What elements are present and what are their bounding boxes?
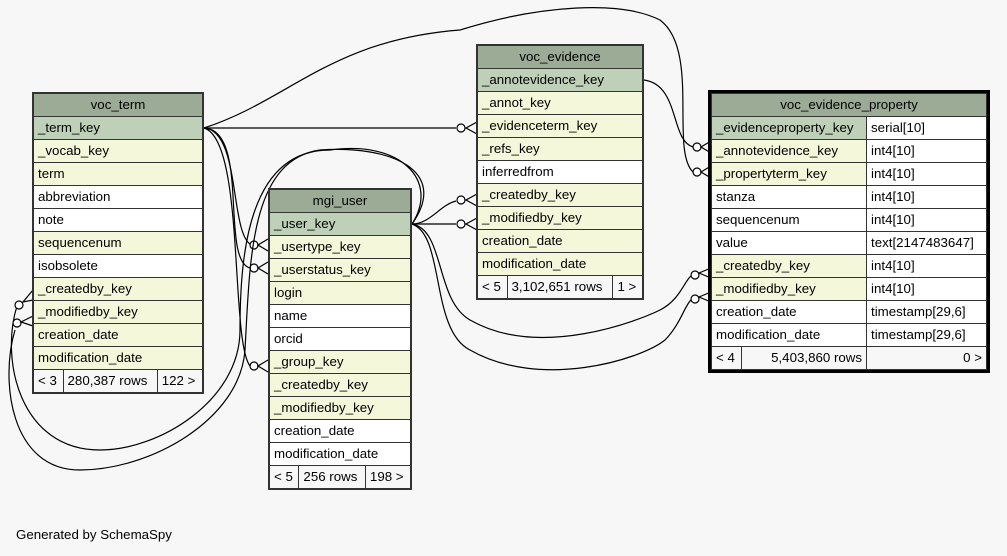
generated-by-label: Generated by SchemaSpy <box>16 527 172 542</box>
table-header[interactable]: voc_evidence_property <box>711 93 987 117</box>
column-creation-date[interactable]: creation_date <box>269 419 411 443</box>
table-header[interactable]: mgi_user <box>269 189 411 213</box>
parents-link[interactable]: < 3 <box>33 369 64 393</box>
edge-term-group <box>203 127 251 367</box>
column-userstatus-key[interactable]: _userstatus_key <box>269 258 411 282</box>
column-usertype-key[interactable]: _usertype_key <box>269 235 411 259</box>
column-type: serial[10] <box>866 116 987 140</box>
column-modifiedby-key[interactable]: _modifiedby_key <box>269 396 411 420</box>
column-type: int4[10] <box>866 185 987 209</box>
column-evidenceterm-key[interactable]: _evidenceterm_key <box>477 114 643 138</box>
children-link[interactable]: 1 > <box>612 275 643 299</box>
column-type: text[2147483647] <box>866 231 987 255</box>
parents-link[interactable]: < 5 <box>268 465 300 489</box>
optional-marker-icon <box>692 167 702 177</box>
row-count: 256 rows <box>298 465 366 489</box>
row-count: 5,403,860 rows <box>740 346 868 370</box>
column-createdby-key[interactable]: _createdby_key <box>710 254 868 278</box>
children-link[interactable]: 198 > <box>364 465 412 489</box>
row-count: 3,102,651 rows <box>506 275 614 299</box>
column-annot-key[interactable]: _annot_key <box>477 91 643 115</box>
optional-marker-icon <box>14 300 24 310</box>
column-type: timestamp[29,6] <box>866 323 987 347</box>
column-stanza[interactable]: stanza <box>710 185 868 209</box>
column-note[interactable]: note <box>33 208 203 232</box>
column-modification-date[interactable]: modification_date <box>269 442 411 466</box>
column-creation-date[interactable]: creation_date <box>33 323 203 347</box>
table-header[interactable]: voc_evidence <box>477 45 643 69</box>
column-login[interactable]: login <box>269 281 411 305</box>
column-creation-date[interactable]: creation_date <box>710 300 868 324</box>
optional-marker-icon <box>456 195 466 205</box>
column-type: int4[10] <box>866 162 987 186</box>
table-voc-evidence[interactable]: voc_evidence _annotevidence_key _annot_k… <box>476 44 644 300</box>
column-group-key[interactable]: _group_key <box>269 350 411 374</box>
edge-term-userstatus <box>203 127 251 269</box>
column-modification-date[interactable]: modification_date <box>477 252 643 276</box>
column-name[interactable]: name <box>269 304 411 328</box>
optional-marker-icon <box>690 294 700 304</box>
column-modification-date[interactable]: modification_date <box>710 323 868 347</box>
table-voc-evidence-property[interactable]: voc_evidence_property _evidenceproperty_… <box>708 90 990 373</box>
edge-annotevidence <box>643 79 694 148</box>
crowfoot-icon <box>256 238 269 252</box>
column-sequencenum[interactable]: sequencenum <box>710 208 868 232</box>
optional-marker-icon <box>692 142 702 152</box>
column-vocab-key[interactable]: _vocab_key <box>33 139 203 163</box>
column-term-key[interactable]: _term_key <box>33 116 203 140</box>
table-mgi-user[interactable]: mgi_user _user_key _usertype_key _userst… <box>268 188 412 490</box>
column-createdby-key[interactable]: _createdby_key <box>269 373 411 397</box>
column-propertyterm-key[interactable]: _propertyterm_key <box>710 162 868 186</box>
column-user-key[interactable]: _user_key <box>269 212 411 236</box>
row-count: 280,387 rows <box>62 369 158 393</box>
optional-marker-icon <box>690 270 700 280</box>
column-evidenceproperty-key[interactable]: _evidenceproperty_key <box>710 116 868 140</box>
children-link[interactable]: 0 > <box>866 346 987 370</box>
column-term[interactable]: term <box>33 162 203 186</box>
column-annotevidence-key[interactable]: _annotevidence_key <box>710 139 868 163</box>
column-modifiedby-key[interactable]: _modifiedby_key <box>477 206 643 230</box>
column-creation-date[interactable]: creation_date <box>477 229 643 253</box>
optional-marker-icon <box>249 263 259 273</box>
parents-link[interactable]: < 4 <box>711 346 742 370</box>
crowfoot-icon <box>256 359 269 373</box>
children-link[interactable]: 122 > <box>156 369 204 393</box>
column-orcid[interactable]: orcid <box>269 327 411 351</box>
optional-marker-icon <box>249 240 259 250</box>
edge-term-usertype <box>203 127 251 245</box>
column-sequencenum[interactable]: sequencenum <box>33 231 203 255</box>
column-type: int4[10] <box>866 277 987 301</box>
optional-marker-icon <box>456 219 466 229</box>
column-type: int4[10] <box>866 208 987 232</box>
table-header[interactable]: voc_term <box>33 93 203 117</box>
column-abbreviation[interactable]: abbreviation <box>33 185 203 209</box>
column-type: int4[10] <box>866 254 987 278</box>
optional-marker-icon <box>249 361 259 371</box>
column-type: timestamp[29,6] <box>866 300 987 324</box>
column-createdby-key[interactable]: _createdby_key <box>33 277 203 301</box>
column-modifiedby-key[interactable]: _modifiedby_key <box>33 300 203 324</box>
optional-marker-icon <box>12 318 22 328</box>
column-inferredfrom[interactable]: inferredfrom <box>477 160 643 184</box>
optional-marker-icon <box>456 123 466 133</box>
column-isobsolete[interactable]: isobsolete <box>33 254 203 278</box>
column-refs-key[interactable]: _refs_key <box>477 137 643 161</box>
column-annotevidence-key[interactable]: _annotevidence_key <box>477 68 643 92</box>
edge-user-evidence-createdby <box>411 200 457 225</box>
table-voc-term[interactable]: voc_term _term_key _vocab_key term abbre… <box>32 92 204 394</box>
crowfoot-icon <box>256 261 269 275</box>
parents-link[interactable]: < 5 <box>477 275 508 299</box>
column-type: int4[10] <box>866 139 987 163</box>
column-modification-date[interactable]: modification_date <box>33 346 203 370</box>
column-value[interactable]: value <box>710 231 868 255</box>
column-modifiedby-key[interactable]: _modifiedby_key <box>710 277 868 301</box>
column-createdby-key[interactable]: _createdby_key <box>477 183 643 207</box>
